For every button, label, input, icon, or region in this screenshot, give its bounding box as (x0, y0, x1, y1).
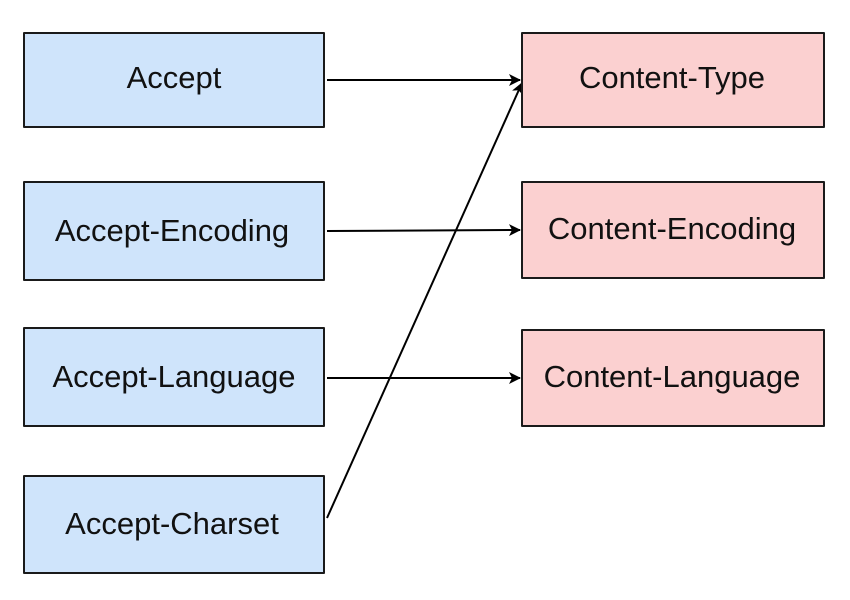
node-box (521, 32, 825, 128)
node-accept-encoding: Accept-Encoding (23, 181, 325, 281)
node-accept-language: Accept-Language (23, 327, 325, 427)
node-label-accept: Accept (127, 60, 222, 95)
node-box (23, 32, 325, 128)
node-box (23, 327, 325, 427)
connector-layer (326, 74, 523, 519)
node-box (23, 181, 325, 281)
node-accept-charset: Accept-Charset (23, 475, 325, 574)
node-box (23, 475, 325, 574)
node-content-encoding: Content-Encoding (521, 181, 825, 279)
node-label-accept-language: Accept-Language (52, 359, 295, 394)
node-content-type: Content-Type (521, 32, 825, 128)
node-label-content-encoding: Content-Encoding (548, 211, 796, 246)
node-box (521, 181, 825, 279)
arrow-accept-charset-to-content-type (326, 82, 523, 519)
node-label-content-type: Content-Type (579, 60, 765, 95)
node-box (521, 329, 825, 427)
node-accept: Accept (23, 32, 325, 128)
node-label-content-language: Content-Language (544, 359, 801, 394)
node-label-accept-encoding: Accept-Encoding (55, 213, 289, 248)
arrow-accept-encoding-to-content-encoding (326, 224, 521, 237)
node-content-language: Content-Language (521, 329, 825, 427)
node-label-accept-charset: Accept-Charset (65, 506, 279, 541)
